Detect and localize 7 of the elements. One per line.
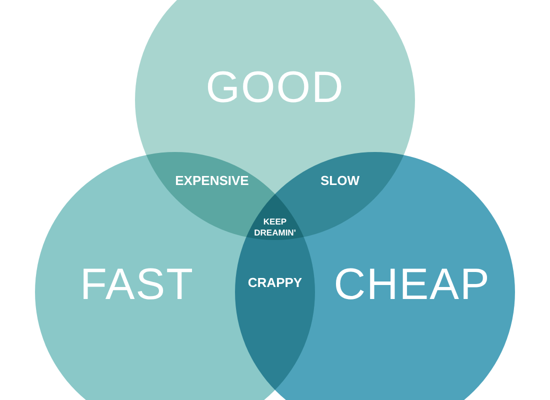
set-label: GOOD xyxy=(206,63,344,113)
overlap-label: KEEP DREAMIN' xyxy=(253,216,297,238)
set-label: CHEAP xyxy=(334,260,490,310)
overlap-label: CRAPPY xyxy=(246,275,304,291)
overlap-label: SLOW xyxy=(320,173,360,189)
set-label: FAST xyxy=(80,260,194,310)
overlap-label: EXPENSIVE xyxy=(174,173,250,189)
